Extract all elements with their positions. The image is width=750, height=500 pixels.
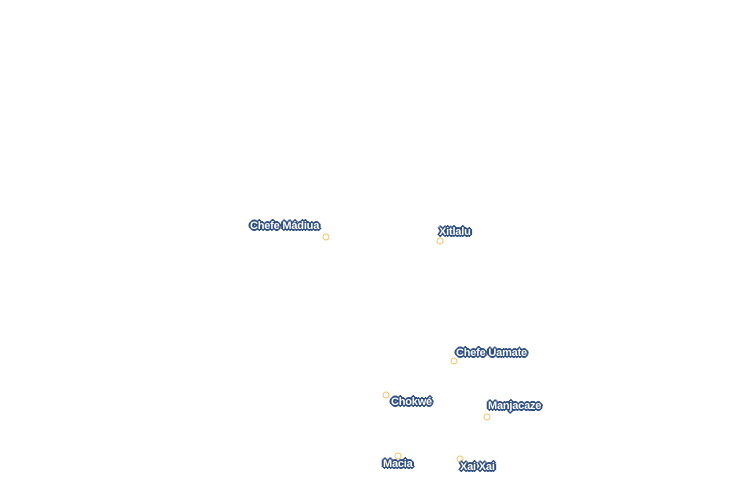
place-marker-macia[interactable] xyxy=(394,452,402,460)
place-marker-manjacaze[interactable] xyxy=(483,413,491,421)
place-marker-chefe-madiua[interactable] xyxy=(322,233,330,241)
place-label-xitlalu: Xitlalu xyxy=(439,226,471,238)
place-marker-xai-xai[interactable] xyxy=(456,455,464,463)
place-marker-chokwe[interactable] xyxy=(382,391,390,399)
place-marker-xitlalu[interactable] xyxy=(436,237,444,245)
place-label-chefe-madiua: Chefe Mádiua xyxy=(250,220,320,232)
place-marker-chefe-uamate[interactable] xyxy=(450,357,458,365)
place-label-chokwe: Chokwé xyxy=(391,396,432,408)
place-label-macia: Macia xyxy=(383,458,413,470)
place-label-xai-xai: Xai Xai xyxy=(460,461,495,473)
place-label-manjacaze: Manjacaze xyxy=(488,400,542,412)
place-label-chefe-uamate: Chefe Uamate xyxy=(456,347,527,359)
